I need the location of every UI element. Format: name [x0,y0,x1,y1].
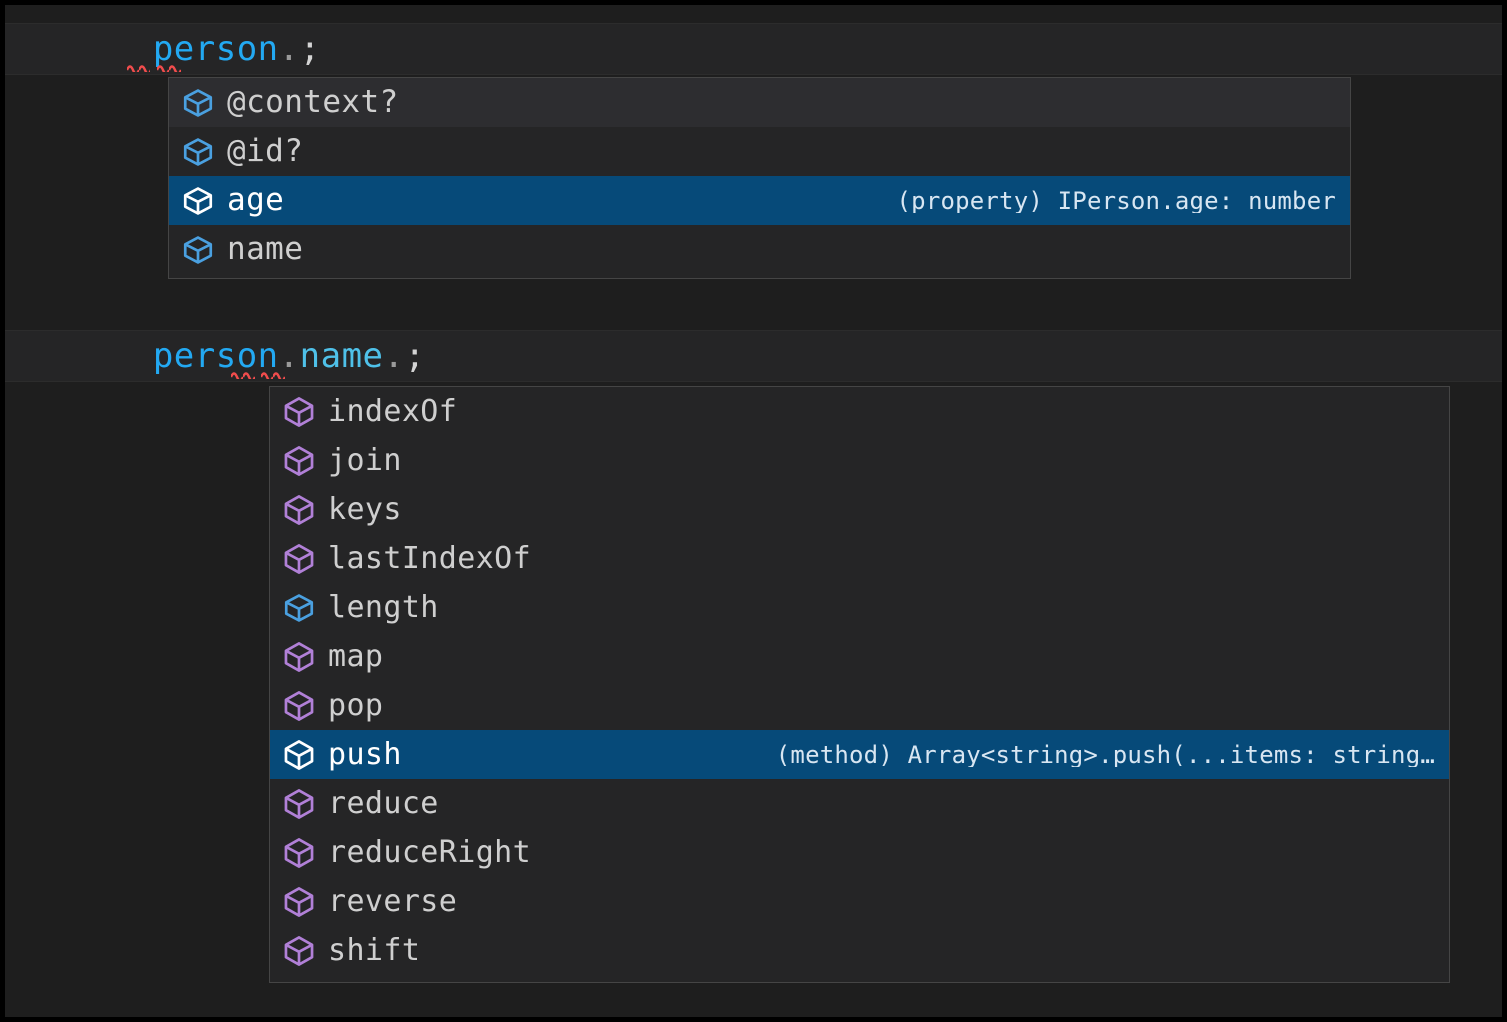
method-cube-icon [284,543,314,574]
suggest-row-label: lastIndexOf [328,540,532,576]
error-squiggle-dot-2 [231,370,255,379]
suggest-row-name[interactable]: name [169,225,1350,274]
suggest-row-label: reverse [328,883,458,919]
suggest-row-join[interactable]: join [270,436,1449,485]
suggest-row-lastindexof[interactable]: lastIndexOf [270,534,1449,583]
suggest-row-label: pop [328,687,384,723]
code-line-1-text: person.; [27,5,321,100]
suggest-row-label: reduce [328,785,439,821]
property-cube-icon [183,88,213,117]
suggest-row-label: map [328,638,384,674]
suggest-row-context[interactable]: @context? [169,78,1350,127]
property-cube-icon [183,137,213,166]
suggest-row-label: push [328,736,402,772]
method-cube-icon [284,935,314,966]
suggest-row-id[interactable]: @id? [169,127,1350,176]
property-cube-icon [183,235,213,264]
suggest-row-reverse[interactable]: reverse [270,877,1449,926]
token-semicolon-2: ; [404,336,426,376]
method-cube-icon [284,396,314,427]
property-cube-icon [183,186,213,215]
suggest-row-detail: (method) Array<string>.push(...items: st… [775,742,1435,767]
suggest-row-reduceright[interactable]: reduceRight [270,828,1449,877]
suggest-row-label: @context? [227,84,399,120]
token-dot-1: . [278,29,300,69]
error-squiggle-dot-1 [127,63,150,72]
method-cube-icon [284,494,314,525]
token-dot-2a: . [278,336,300,376]
token-dot-2b: . [383,336,405,376]
suggest-row-label: @id? [227,133,304,169]
suggest-row-label: keys [328,491,402,527]
suggest-row-reduce[interactable]: reduce [270,779,1449,828]
method-cube-icon [284,690,314,721]
suggest-row-label: length [328,589,439,625]
suggest-row-label: name [227,231,304,267]
method-cube-icon [284,739,314,770]
suggest-row-label: join [328,442,402,478]
suggest-row-label: reduceRight [328,834,532,870]
suggest-row-label: age [227,182,285,218]
suggest-row-length[interactable]: length [270,583,1449,632]
token-property-name: name [299,336,384,376]
suggest-row-pop[interactable]: pop [270,681,1449,730]
suggest-widget-person[interactable]: @context? @id? age (property) IPerson.ag… [168,77,1351,279]
editor-current-line-1[interactable]: person.; [5,23,1502,75]
editor-current-line-2[interactable]: person.name.; [5,330,1502,382]
suggest-row-shift[interactable]: shift [270,926,1449,975]
error-squiggle-semicolon-1 [157,63,181,72]
suggest-row-map[interactable]: map [270,632,1449,681]
token-variable-person-2: person [152,336,279,376]
code-line-2-text: person.name.; [27,305,426,407]
editor-surface: person.; @context? @id? [5,5,1502,1017]
method-cube-icon [284,445,314,476]
suggest-row-keys[interactable]: keys [270,485,1449,534]
token-variable-person-1: person [152,29,279,69]
method-cube-icon [284,641,314,672]
suggest-row-push[interactable]: push (method) Array<string>.push(...item… [270,730,1449,779]
suggest-row-detail: (property) IPerson.age: number [896,188,1336,213]
method-cube-icon [284,837,314,868]
method-cube-icon [284,886,314,917]
token-semicolon-1: ; [299,29,321,69]
suggest-widget-person-name[interactable]: indexOf join keys lastIndexOf [269,386,1450,983]
suggest-row-indexof[interactable]: indexOf [270,387,1449,436]
method-cube-icon [284,788,314,819]
suggest-row-label: indexOf [328,393,458,429]
property-cube-icon [284,593,314,622]
suggest-row-label: shift [328,932,421,968]
error-squiggle-semicolon-2 [261,370,285,379]
suggest-row-age[interactable]: age (property) IPerson.age: number [169,176,1350,225]
